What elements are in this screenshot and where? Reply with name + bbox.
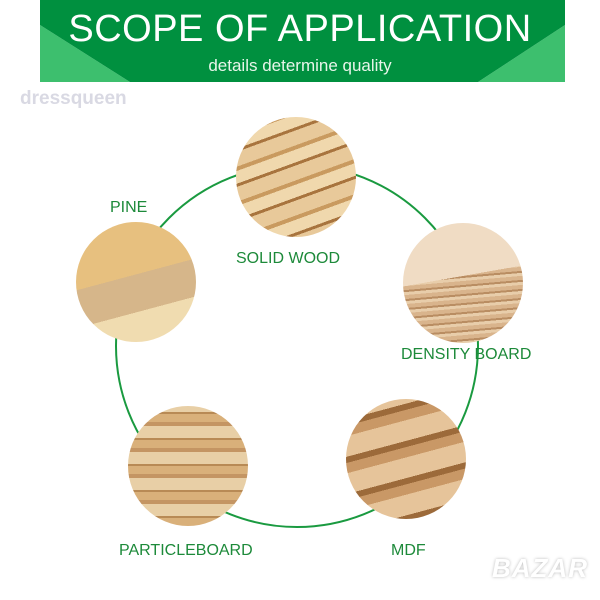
header-banner bbox=[40, 0, 565, 82]
label-mdf: MDF bbox=[391, 542, 426, 559]
solid-wood-image bbox=[236, 117, 356, 237]
density-board-image bbox=[403, 223, 523, 343]
pine-image bbox=[76, 222, 196, 342]
page-title: SCOPE OF APPLICATION bbox=[68, 8, 532, 50]
mdf-image bbox=[346, 399, 466, 519]
watermark-logo: BAZAR bbox=[492, 553, 588, 583]
label-density-board: DENSITY BOARD bbox=[401, 346, 532, 363]
page-subtitle: details determine quality bbox=[208, 56, 392, 75]
particleboard-image bbox=[128, 406, 248, 526]
watermark-text: dressqueen bbox=[20, 88, 127, 109]
label-particleboard: PARTICLEBOARD bbox=[119, 542, 253, 559]
label-pine: PINE bbox=[110, 199, 148, 216]
label-solid-wood: SOLID WOOD bbox=[236, 250, 341, 267]
